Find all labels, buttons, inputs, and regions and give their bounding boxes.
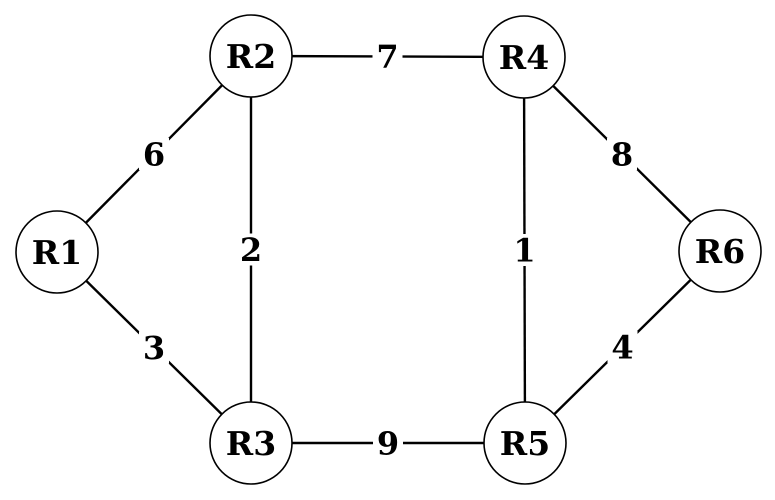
edge-weight-bg-R4-R5 xyxy=(509,234,540,266)
node-label-R4: R4 xyxy=(499,38,549,77)
node-label-R2: R2 xyxy=(226,37,276,76)
edge-weight-R3-R5: 9 xyxy=(377,425,399,463)
node-label-R6: R6 xyxy=(695,232,745,271)
edge-weight-bg-R1-R2 xyxy=(139,138,169,170)
edge-weight-bg-R2-R3 xyxy=(236,233,266,266)
edge-weight-R2-R3: 2 xyxy=(240,231,262,269)
node-R1 xyxy=(15,210,99,294)
node-R6 xyxy=(678,209,762,293)
node-label-R5: R5 xyxy=(500,424,550,463)
node-label-R3: R3 xyxy=(226,424,276,463)
edge-weight-bg-R1-R3 xyxy=(139,331,169,364)
node-label-R1: R1 xyxy=(32,233,82,272)
edge-weight-bg-R3-R5 xyxy=(373,427,403,459)
edge-weight-bg-R2-R4 xyxy=(372,40,403,73)
node-R2 xyxy=(209,14,293,98)
node-R4 xyxy=(482,15,566,99)
edge-weight-R1-R3: 3 xyxy=(143,329,165,367)
edge-weight-bg-R5-R6 xyxy=(607,331,638,363)
edge-weight-R2-R4: 7 xyxy=(376,38,398,76)
edge-weight-bg-R4-R6 xyxy=(607,138,637,170)
edge-weight-R4-R6: 8 xyxy=(611,136,633,174)
node-R3 xyxy=(209,401,293,485)
edge-weight-R5-R6: 4 xyxy=(611,329,633,367)
edge-weight-R4-R5: 1 xyxy=(513,232,535,270)
node-R5 xyxy=(483,401,567,485)
edge-weight-R1-R2: 6 xyxy=(143,136,165,174)
